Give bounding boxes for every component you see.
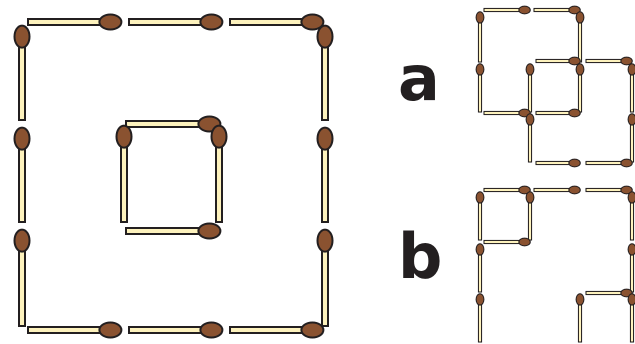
match-head: [627, 243, 635, 256]
match-head: [620, 158, 633, 168]
match-head: [13, 126, 31, 151]
matchstick: [525, 113, 535, 163]
match-head: [475, 191, 485, 204]
match-head: [627, 191, 635, 204]
matchstick: [585, 56, 633, 66]
match-head: [518, 237, 531, 247]
matchstick: [27, 321, 123, 339]
matchstick: [483, 237, 531, 247]
matchstick: [525, 191, 535, 241]
matchstick: [533, 185, 581, 195]
matchstick: [475, 293, 485, 343]
match-head: [525, 113, 535, 126]
matchstick: [483, 185, 531, 195]
match-head: [620, 185, 633, 195]
matchstick: [533, 5, 581, 15]
match-head: [316, 126, 334, 151]
matchstick: [210, 124, 228, 224]
match-head: [300, 321, 325, 339]
matchstick: [483, 5, 531, 15]
matchstick: [229, 321, 325, 339]
match-head: [300, 13, 325, 31]
matchstick: [575, 63, 585, 113]
match-head: [197, 222, 222, 240]
matchstick: [128, 13, 224, 31]
matchstick: [115, 124, 133, 224]
match-head: [525, 63, 535, 76]
match-head: [199, 13, 224, 31]
matchstick: [535, 108, 581, 118]
match-head: [575, 293, 585, 306]
match-head: [475, 63, 485, 76]
match-head: [98, 321, 123, 339]
main-matchstick-figure: [13, 13, 334, 339]
matchstick: [475, 191, 485, 241]
match-head: [518, 5, 531, 15]
match-head: [475, 11, 485, 24]
matchstick: [627, 191, 635, 241]
match-head: [627, 113, 635, 126]
match-head: [568, 5, 581, 15]
option-a-label: a: [398, 42, 440, 115]
matchstick: [475, 63, 485, 113]
matchstick: [483, 108, 531, 118]
matchstick: [585, 158, 633, 168]
option-b-figure: [475, 185, 635, 343]
matchstick: [27, 13, 123, 31]
match-head: [525, 191, 535, 204]
matchstick: [575, 293, 585, 343]
match-head: [316, 228, 334, 253]
match-head: [210, 124, 228, 149]
matchstick: [585, 288, 633, 298]
matchstick: [229, 13, 325, 31]
match-head: [13, 228, 31, 253]
matchstick: [128, 321, 224, 339]
match-head: [568, 185, 581, 195]
match-head: [13, 24, 31, 49]
match-head: [620, 56, 633, 66]
option-a-figure: [475, 5, 635, 168]
matchstick: [627, 113, 635, 163]
matchstick: [575, 11, 585, 63]
matchstick: [525, 63, 535, 113]
matchstick: [535, 158, 581, 168]
matchstick: [316, 228, 334, 328]
matchstick: [316, 126, 334, 224]
matchstick: [125, 115, 222, 133]
match-head: [568, 108, 581, 118]
matchstick: [13, 126, 31, 224]
matchstick: [535, 56, 581, 66]
match-head: [115, 124, 133, 149]
matchstick: [475, 11, 485, 63]
match-head: [518, 185, 531, 195]
matchstick: [627, 63, 635, 113]
match-head: [627, 293, 635, 306]
match-head: [98, 13, 123, 31]
matchstick: [316, 24, 334, 121]
matchstick: [627, 243, 635, 293]
match-head: [568, 56, 581, 66]
matchstick: [13, 24, 31, 121]
matchstick: [125, 222, 222, 240]
match-head: [575, 63, 585, 76]
matchstick: [13, 228, 31, 328]
match-head: [475, 243, 485, 256]
matchstick: [585, 185, 633, 195]
match-head: [568, 158, 581, 168]
match-head: [199, 321, 224, 339]
match-head: [475, 293, 485, 306]
option-b-label: b: [398, 220, 443, 293]
matchstick: [627, 293, 635, 343]
match-head: [316, 24, 334, 49]
matchstick: [475, 243, 485, 293]
match-head: [575, 11, 585, 24]
match-head: [627, 63, 635, 76]
